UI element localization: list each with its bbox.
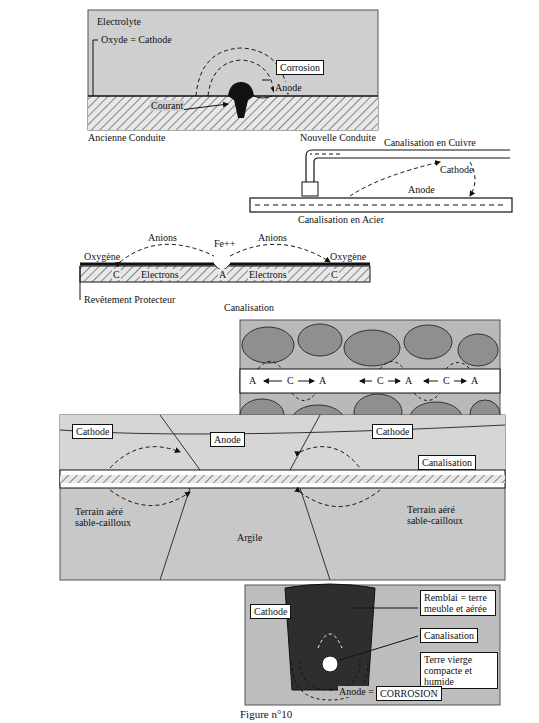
panel-soil-layers [60, 415, 505, 580]
box-text: Anode [214, 434, 241, 445]
annotation-label: Electrons [140, 269, 180, 280]
panel-trench [245, 584, 500, 705]
annotation-label: Canalisation en Cuivre [384, 137, 476, 148]
annotation-label: Nouvelle Conduite [300, 132, 376, 143]
label-box: Cathode [72, 424, 113, 439]
annotation-label: A [404, 375, 413, 386]
annotation-label: Electrons [248, 269, 288, 280]
annotation-label: Canalisation [224, 302, 274, 313]
annotation-label: A [248, 375, 257, 386]
annotation-label: C [112, 269, 121, 280]
annotation-label: Anions [148, 232, 177, 243]
annotation-label: Ancienne Conduite [88, 132, 165, 143]
label-box: Cathode [250, 604, 291, 619]
annotation-label: Oxyde = Cathode [100, 34, 173, 45]
annotation-label: Anode = [338, 686, 375, 697]
box-text: Canalisation [422, 457, 472, 468]
box-text: Corrosion [280, 62, 320, 73]
box-text: Cathode [376, 426, 409, 437]
annotation-label: Canalisation en Acier [298, 214, 384, 225]
annotation-label: C [376, 375, 385, 386]
annotation-label: Cathode [440, 164, 473, 175]
panel-copper-steel [250, 150, 512, 212]
annotation-label: C [286, 375, 295, 386]
panel-coated-pipe [80, 244, 370, 300]
annotation-label: A [470, 375, 479, 386]
label-box: Cathode [372, 424, 413, 439]
label-box: CORROSION [376, 686, 442, 701]
annotation-label: Courant [150, 100, 184, 111]
label-box: Remblai = terre meuble et aérée [420, 590, 496, 616]
box-text: Cathode [76, 426, 109, 437]
box-text: Canalisation [424, 630, 474, 641]
annotation-label: A [318, 375, 327, 386]
annotation-label: C [330, 269, 339, 280]
annotation-label: Anode [408, 184, 435, 195]
label-box: Canalisation [418, 455, 476, 470]
annotation-label: Electrolyte [96, 16, 142, 27]
label-box: Anode [210, 432, 245, 447]
annotation-label: Terrain aéré sable-cailloux [74, 506, 142, 528]
annotation-label: A [218, 269, 227, 280]
annotation-label: C [442, 375, 451, 386]
annotation-label: Oxygène [84, 251, 120, 262]
annotation-label: Argile [236, 532, 263, 543]
box-text: Remblai = terre meuble et aérée [424, 592, 492, 614]
figure-caption: Figure n°10 [240, 708, 292, 720]
label-box: Corrosion [276, 60, 324, 75]
annotation-label: Terrain aéré sable-cailloux [406, 504, 474, 526]
box-text: Cathode [254, 606, 287, 617]
annotation-label: Oxygène [330, 251, 366, 262]
annotation-label: Fe++ [214, 238, 235, 249]
annotation-label: Revêtement Protecteur [84, 294, 175, 305]
box-text: Terre vierge compacte et humide [424, 654, 494, 687]
panel-pipe-joint [88, 10, 378, 130]
annotation-label: Anode [274, 82, 303, 93]
label-box: Canalisation [420, 628, 478, 643]
label-box: Terre vierge compacte et humide [420, 652, 498, 689]
box-text: CORROSION [380, 688, 438, 699]
annotation-label: Anions [258, 232, 287, 243]
